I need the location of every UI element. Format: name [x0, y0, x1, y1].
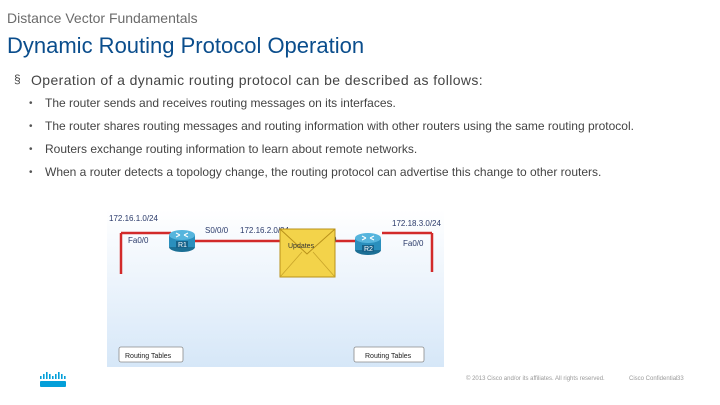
router-label-r1: R1 [178, 242, 187, 249]
routing-table-right: Routing Tables [353, 346, 425, 363]
router-label-r2: R2 [364, 246, 373, 253]
bullet-item: • The router shares routing messages and… [14, 119, 704, 134]
router-r1: R1 [169, 230, 195, 252]
slide-content: § Operation of a dynamic routing protoco… [14, 72, 704, 188]
bullet-item: • The router sends and receives routing … [14, 96, 704, 111]
network-label-right: 172.18.3.0/24 [392, 219, 441, 228]
updates-envelope-icon: Updates [279, 228, 336, 278]
updates-label: Updates [288, 243, 315, 250]
bullet-text: When a router detects a topology change,… [45, 165, 602, 179]
bullet-item: • When a router detects a topology chang… [14, 165, 704, 180]
bullet-item: • Routers exchange routing information t… [14, 142, 704, 157]
routing-table-right-label: Routing Tables [365, 353, 412, 360]
routing-table-left: Routing Tables [118, 346, 184, 363]
routing-table-left-label: Routing Tables [125, 353, 172, 360]
footer-classification: Cisco Confidential [629, 376, 678, 382]
network-label-middle: 172.16.2.0/24 [240, 226, 289, 235]
footer-page-number: 33 [677, 376, 684, 382]
interface-label-right: Fa0/0 [403, 239, 424, 248]
bullet-text: The router shares routing messages and r… [45, 119, 634, 133]
bullet-text: The router sends and receives routing me… [45, 96, 396, 110]
interface-label-left: Fa0/0 [128, 236, 149, 245]
page-title: Dynamic Routing Protocol Operation [7, 33, 365, 58]
section-kicker: Distance Vector Fundamentals [7, 10, 198, 26]
footer-copyright: © 2013 Cisco and/or its affiliates. All … [466, 376, 605, 382]
bullet-text: Routers exchange routing information to … [45, 142, 418, 156]
diagram-background [107, 210, 444, 367]
bullet-list: • The router sends and receives routing … [14, 96, 704, 180]
cisco-logo [39, 372, 67, 388]
lead-bullet-marker: § [14, 72, 22, 86]
bullet-dot: • [29, 98, 33, 109]
network-diagram: 172.16.1.0/24 172.16.2.0/24 172.18.3.0/2… [107, 210, 444, 367]
lead-paragraph: § Operation of a dynamic routing protoco… [14, 72, 704, 88]
interface-label-serial: S0/0/0 [205, 226, 229, 235]
bullet-dot: • [29, 121, 33, 132]
bullet-dot: • [29, 144, 33, 155]
router-r2: R2 [355, 233, 381, 255]
bullet-dot: • [29, 167, 33, 178]
lead-text: Operation of a dynamic routing protocol … [31, 72, 484, 88]
network-label-left: 172.16.1.0/24 [109, 214, 158, 223]
